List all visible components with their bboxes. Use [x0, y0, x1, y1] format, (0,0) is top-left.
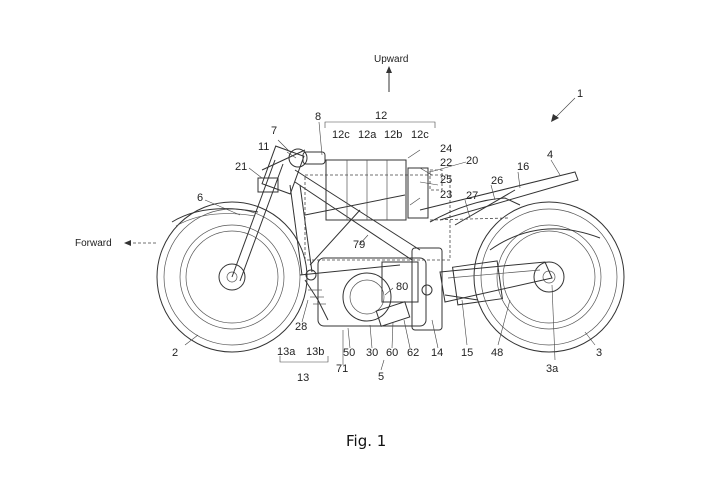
front-fender: [171, 208, 259, 223]
seat-frame: [419, 171, 579, 226]
label-80: 80: [396, 281, 408, 293]
label-12a: 12a: [358, 129, 377, 141]
label-25: 25: [440, 174, 452, 186]
label-13a: 13a: [277, 346, 296, 358]
label-6: 6: [197, 192, 203, 204]
forward-indicator: Forward: [75, 238, 156, 249]
label-24: 24: [440, 143, 452, 155]
label-23: 23: [440, 189, 452, 201]
vehicle-frame: [289, 169, 421, 281]
up-arrow-icon: [386, 66, 392, 73]
label-79: 79: [353, 239, 365, 251]
label-15: 15: [461, 347, 473, 359]
rear-fender: [489, 228, 601, 251]
leader-lines: [184, 97, 596, 371]
rear-wheel: [473, 201, 625, 353]
label-48: 48: [491, 347, 503, 359]
label-62: 62: [407, 347, 419, 359]
label-12b: 12b: [384, 129, 402, 141]
label-21: 21: [235, 161, 247, 173]
label-27: 27: [466, 190, 478, 202]
forward-arrow-icon: [124, 240, 131, 246]
label-4: 4: [547, 149, 553, 161]
label-2: 2: [172, 347, 178, 359]
front-fork: [231, 145, 326, 282]
figure-caption: Fig. 1: [346, 432, 386, 450]
label-16: 16: [517, 161, 529, 173]
label-3: 3: [596, 347, 602, 359]
label-12c-left: 12c: [332, 129, 350, 141]
label-13b: 13b: [306, 346, 324, 358]
label-50: 50: [343, 347, 355, 359]
swingarm: [411, 247, 553, 331]
label-7: 7: [271, 125, 277, 137]
motor-unit: [304, 257, 427, 327]
label-28: 28: [295, 321, 307, 333]
reference-numerals: 1 2 3 3a 4 5 6 7 8 11 12 12c 12a 12b 12c…: [172, 88, 602, 384]
upward-label: Upward: [374, 54, 408, 65]
label-13: 13: [297, 372, 309, 384]
label-30: 30: [366, 347, 378, 359]
label-12c-right: 12c: [411, 129, 429, 141]
label-11: 11: [258, 141, 269, 153]
label-1: 1: [577, 88, 583, 100]
label-26: 26: [491, 175, 503, 187]
label-20: 20: [466, 155, 478, 167]
label-5: 5: [378, 371, 384, 383]
battery-unit: [304, 159, 451, 261]
forward-label: Forward: [75, 238, 112, 249]
label-60: 60: [386, 347, 398, 359]
label-3a: 3a: [546, 363, 559, 375]
label-71: 71: [336, 363, 348, 375]
label-22: 22: [440, 157, 452, 169]
upward-indicator: Upward: [374, 54, 408, 92]
label-8: 8: [315, 111, 321, 123]
label-14: 14: [431, 347, 443, 359]
label-12: 12: [375, 110, 387, 122]
